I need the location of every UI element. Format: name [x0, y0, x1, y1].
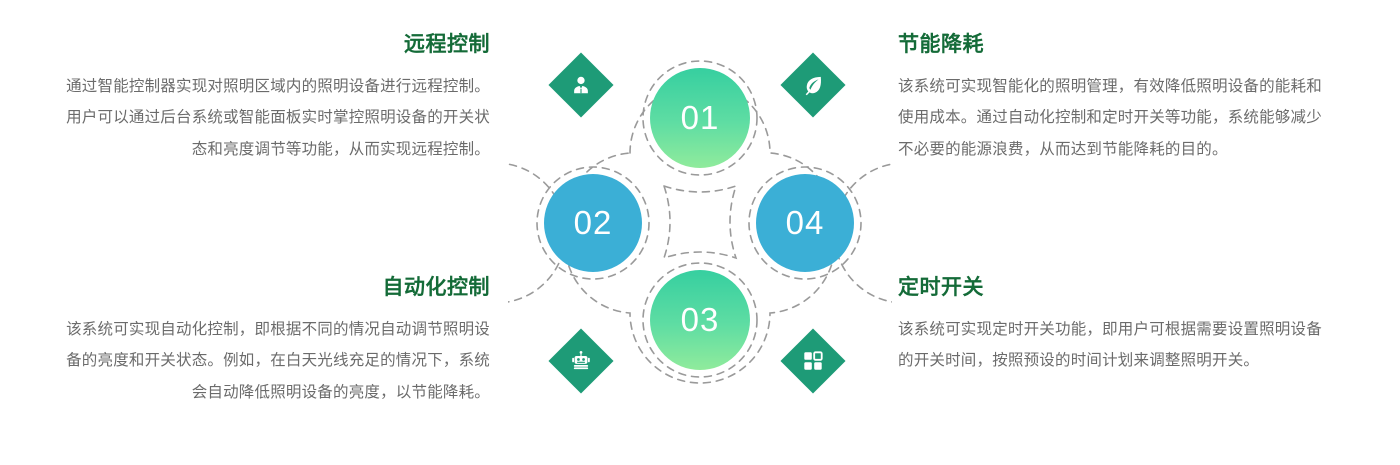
- grid-icon: [800, 348, 826, 374]
- feature-block-automation-control: 自动化控制 该系统可实现自动化控制，即根据不同的情况自动调节照明设备的亮度和开关…: [60, 275, 490, 408]
- center-concave-square-dashed: [662, 184, 738, 260]
- feature-description-timer-switch: 该系统可实现定时开关功能，即用户可根据需要设置照明设备的开关时间，按照预设的时间…: [898, 321, 1322, 370]
- feature-block-remote-control: 远程控制 通过智能控制器实现对照明区域内的照明设备进行远程控制。用户可以通过后台…: [60, 32, 490, 165]
- node-number-04: 04: [785, 204, 825, 241]
- node-circle-01[interactable]: 01: [650, 68, 750, 168]
- node-circle-02[interactable]: 02: [544, 174, 642, 272]
- central-diagram: 01 02 03 04: [508, 18, 892, 448]
- icon-badge-energy-saving[interactable]: [780, 52, 846, 118]
- feature-title-automation-control: 自动化控制: [382, 276, 490, 299]
- ring-dashed-02: [536, 166, 650, 280]
- feature-title-remote-control: 远程控制: [404, 33, 490, 56]
- feature-block-timer-switch: 定时开关 该系统可实现定时开关功能，即用户可根据需要设置照明设备的开关时间，按照…: [898, 275, 1328, 377]
- node-number-01: 01: [680, 99, 720, 136]
- feature-description-automation-control: 该系统可实现自动化控制，即根据不同的情况自动调节照明设备的亮度和开关状态。例如，…: [66, 321, 490, 401]
- ring-dashed-01: [642, 60, 758, 176]
- icon-badge-remote-control[interactable]: [548, 52, 614, 118]
- node-number-03: 03: [680, 301, 720, 338]
- node-circle-04[interactable]: 04: [756, 174, 854, 272]
- leaf-icon: [800, 72, 826, 98]
- feature-title-energy-saving: 节能降耗: [898, 33, 984, 56]
- node-circle-03[interactable]: 03: [650, 270, 750, 370]
- feature-block-energy-saving: 节能降耗 该系统可实现智能化的照明管理，有效降低照明设备的能耗和使用成本。通过自…: [898, 32, 1328, 165]
- ring-dashed-04: [748, 166, 862, 280]
- node-number-02: 02: [573, 204, 613, 241]
- feature-description-energy-saving: 该系统可实现智能化的照明管理，有效降低照明设备的能耗和使用成本。通过自动化控制和…: [898, 78, 1322, 158]
- feature-title-timer-switch: 定时开关: [898, 276, 984, 299]
- feature-description-remote-control: 通过智能控制器实现对照明区域内的照明设备进行远程控制。用户可以通过后台系统或智能…: [66, 78, 490, 158]
- user-icon: [568, 72, 594, 98]
- icon-badge-automation-control[interactable]: [548, 328, 614, 394]
- ring-dashed-03: [642, 262, 758, 378]
- icon-badge-timer-switch[interactable]: [780, 328, 846, 394]
- robot-icon: [568, 348, 594, 374]
